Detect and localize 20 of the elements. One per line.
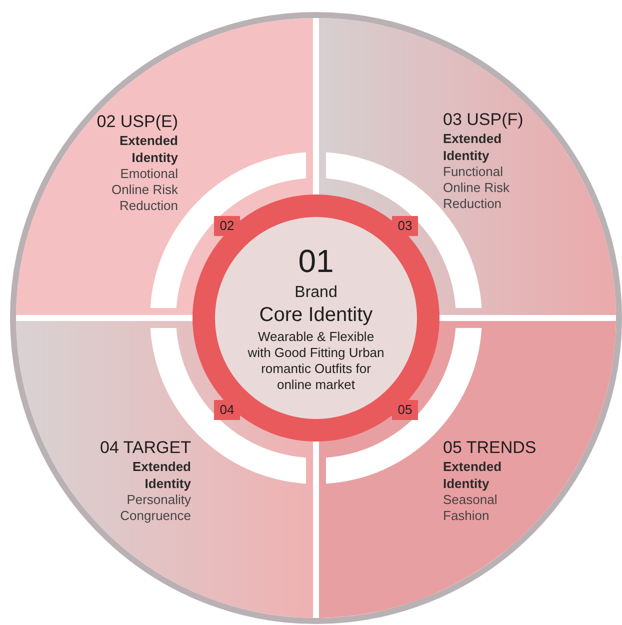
center-title: Core Identity: [259, 303, 373, 327]
segment-title: 05 TRENDS: [443, 438, 535, 458]
center-label: Brand: [294, 283, 338, 303]
number-tag: 03: [392, 216, 418, 236]
segment-subtitle: Extended Identity: [131, 458, 191, 492]
segment-title: 02 USP(E): [96, 112, 178, 132]
center-number: 01: [298, 243, 334, 279]
segment-subtitle: Extended Identity: [118, 132, 178, 166]
number-tag: 04: [214, 400, 240, 420]
segment-description: Personality Congruence: [119, 492, 191, 524]
segment-subtitle: Extended Identity: [443, 130, 503, 164]
segment-subtitle: Extended Identity: [443, 458, 503, 492]
segment-description: Emotional Online Risk Reduction: [110, 166, 178, 214]
segment-description: Seasonal Fashion: [443, 492, 498, 524]
number-tag: 05: [392, 400, 418, 420]
segment-description: Functional Online Risk Reduction: [443, 164, 510, 212]
segment-title: 04 TARGET: [99, 438, 191, 458]
segment-title: 03 USP(F): [443, 110, 524, 130]
center-description: Wearable & Flexible with Good Fitting Urban romantic Outfits for online market: [246, 329, 386, 393]
number-tag: 02: [214, 216, 240, 236]
